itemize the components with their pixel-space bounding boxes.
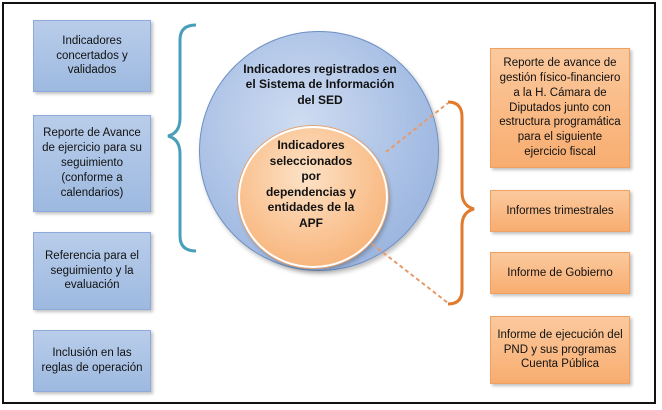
right-box-informes-trimestrales: Informes trimestrales <box>490 190 630 232</box>
dashed-connector-top <box>385 102 449 153</box>
inner-circle-apf <box>238 126 388 268</box>
outer-circle-label: Indicadores registrados en el Sistema de… <box>243 62 397 107</box>
right-box-informe-gobierno: Informe de Gobierno <box>490 252 630 294</box>
left-box-indicadores-concertados: Indicadores concertados y validados <box>33 20 151 92</box>
left-brace <box>167 23 197 253</box>
inner-circle-label: Indicadores seleccionados por dependenci… <box>265 138 357 230</box>
right-box-reporte-camara: Reporte de avance de gestión físico-fina… <box>490 48 630 168</box>
left-box-inclusion-reglas: Inclusión en las reglas de operación <box>33 330 151 392</box>
left-box-reporte-avance: Reporte de Avance de ejercicio para su s… <box>33 115 151 212</box>
dashed-connector-bottom <box>371 243 449 304</box>
right-box-informe-ejecucion-pnd: Informe de ejecución del PND y sus progr… <box>490 316 630 384</box>
right-brace <box>447 100 475 306</box>
left-box-referencia-seguimiento: Referencia para el seguimiento y la eval… <box>33 232 151 310</box>
